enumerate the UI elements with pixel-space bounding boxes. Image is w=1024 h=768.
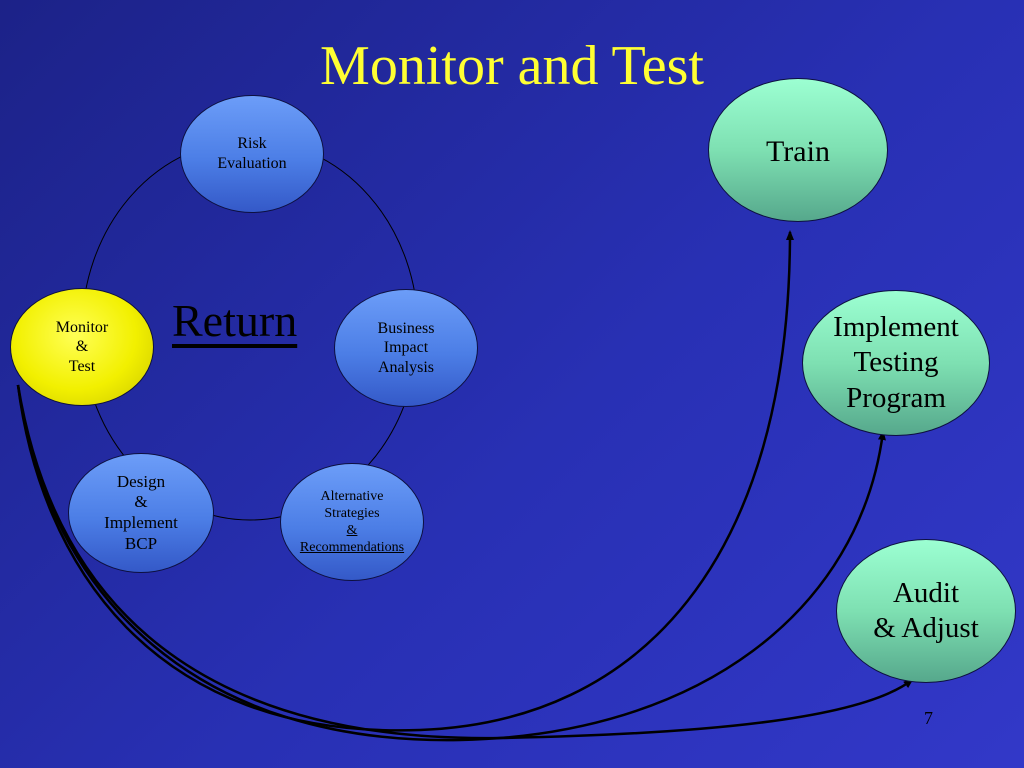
risk-line-1: Risk: [237, 135, 267, 153]
train-node: Train: [708, 78, 888, 222]
monitor-line-2: &: [75, 338, 89, 356]
monitor-line-1: Monitor: [55, 318, 109, 336]
design-line-4: BCP: [124, 533, 158, 553]
audit-line-1: Audit: [892, 576, 960, 609]
train-label: Train: [766, 135, 830, 168]
arrow-to-train: [16, 230, 794, 732]
design-implement-bcp-node: Design & Implement BCP: [68, 453, 214, 573]
alt-line-2: Strategies: [324, 505, 380, 521]
design-line-1: Design: [116, 471, 166, 491]
risk-line-2: Evaluation: [217, 155, 287, 172]
alternative-strategies-node: Alternative Strategies & Recommendations: [280, 463, 424, 581]
return-label: Return: [172, 295, 298, 346]
implement-line-1: Implement: [833, 310, 959, 343]
design-line-2: &: [134, 492, 148, 512]
implement-testing-program-node: Implement Testing Program: [802, 290, 990, 436]
alt-line-3: &: [346, 523, 358, 538]
audit-adjust-node: Audit & Adjust: [836, 539, 1016, 683]
business-impact-analysis-node: Business Impact Analysis: [334, 289, 478, 407]
audit-line-2: & Adjust: [873, 612, 979, 644]
alt-line-4: Recommendations: [299, 540, 405, 556]
design-line-3: Implement: [104, 513, 178, 532]
arrow-to-implement: [16, 384, 886, 742]
risk-evaluation-node: Risk Evaluation: [180, 95, 324, 213]
bia-line-3: Analysis: [378, 358, 434, 376]
slide-title: Monitor and Test: [320, 35, 704, 97]
monitor-line-3: Test: [68, 357, 96, 375]
monitor-test-node: Monitor & Test: [10, 288, 154, 406]
bia-line-2: Impact: [383, 339, 429, 357]
implement-line-3: Program: [846, 381, 946, 414]
implement-line-2: Testing: [853, 346, 939, 379]
alt-line-1: Alternative: [320, 488, 384, 504]
bia-line-1: Business: [377, 319, 435, 337]
arrow-to-audit: [16, 384, 914, 740]
page-number: 7: [924, 708, 933, 728]
